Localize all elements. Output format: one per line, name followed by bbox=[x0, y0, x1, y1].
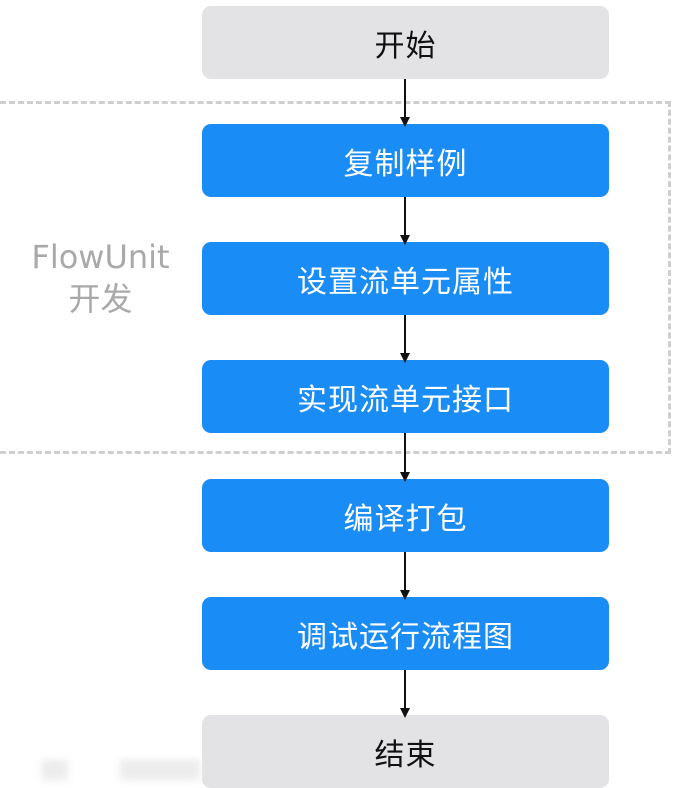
step-compile-package: 编译打包 bbox=[202, 479, 609, 552]
step-copy-sample: 复制样例 bbox=[202, 124, 609, 197]
group-label-line1: FlowUnit bbox=[31, 238, 170, 276]
group-label-line2: 开发 bbox=[68, 280, 133, 318]
step-implement-interface: 实现流单元接口 bbox=[202, 360, 609, 433]
blur-artifact-1 bbox=[42, 760, 68, 780]
step-start: 开始 bbox=[202, 6, 609, 79]
step-set-flowunit-attrs-label: 设置流单元属性 bbox=[297, 264, 514, 300]
step-debug-run-graph-label: 调试运行流程图 bbox=[297, 619, 514, 655]
step-set-flowunit-attrs: 设置流单元属性 bbox=[202, 242, 609, 315]
blur-artifact-2 bbox=[120, 760, 200, 780]
step-compile-package-label: 编译打包 bbox=[343, 501, 468, 537]
step-end-label: 结束 bbox=[374, 737, 437, 773]
group-label: FlowUnit 开发 bbox=[18, 236, 183, 320]
step-start-label: 开始 bbox=[374, 28, 437, 64]
step-copy-sample-label: 复制样例 bbox=[343, 146, 468, 182]
step-debug-run-graph: 调试运行流程图 bbox=[202, 597, 609, 670]
step-implement-interface-label: 实现流单元接口 bbox=[297, 382, 514, 418]
step-end: 结束 bbox=[202, 715, 609, 788]
flowunit-dev-group bbox=[0, 101, 671, 454]
